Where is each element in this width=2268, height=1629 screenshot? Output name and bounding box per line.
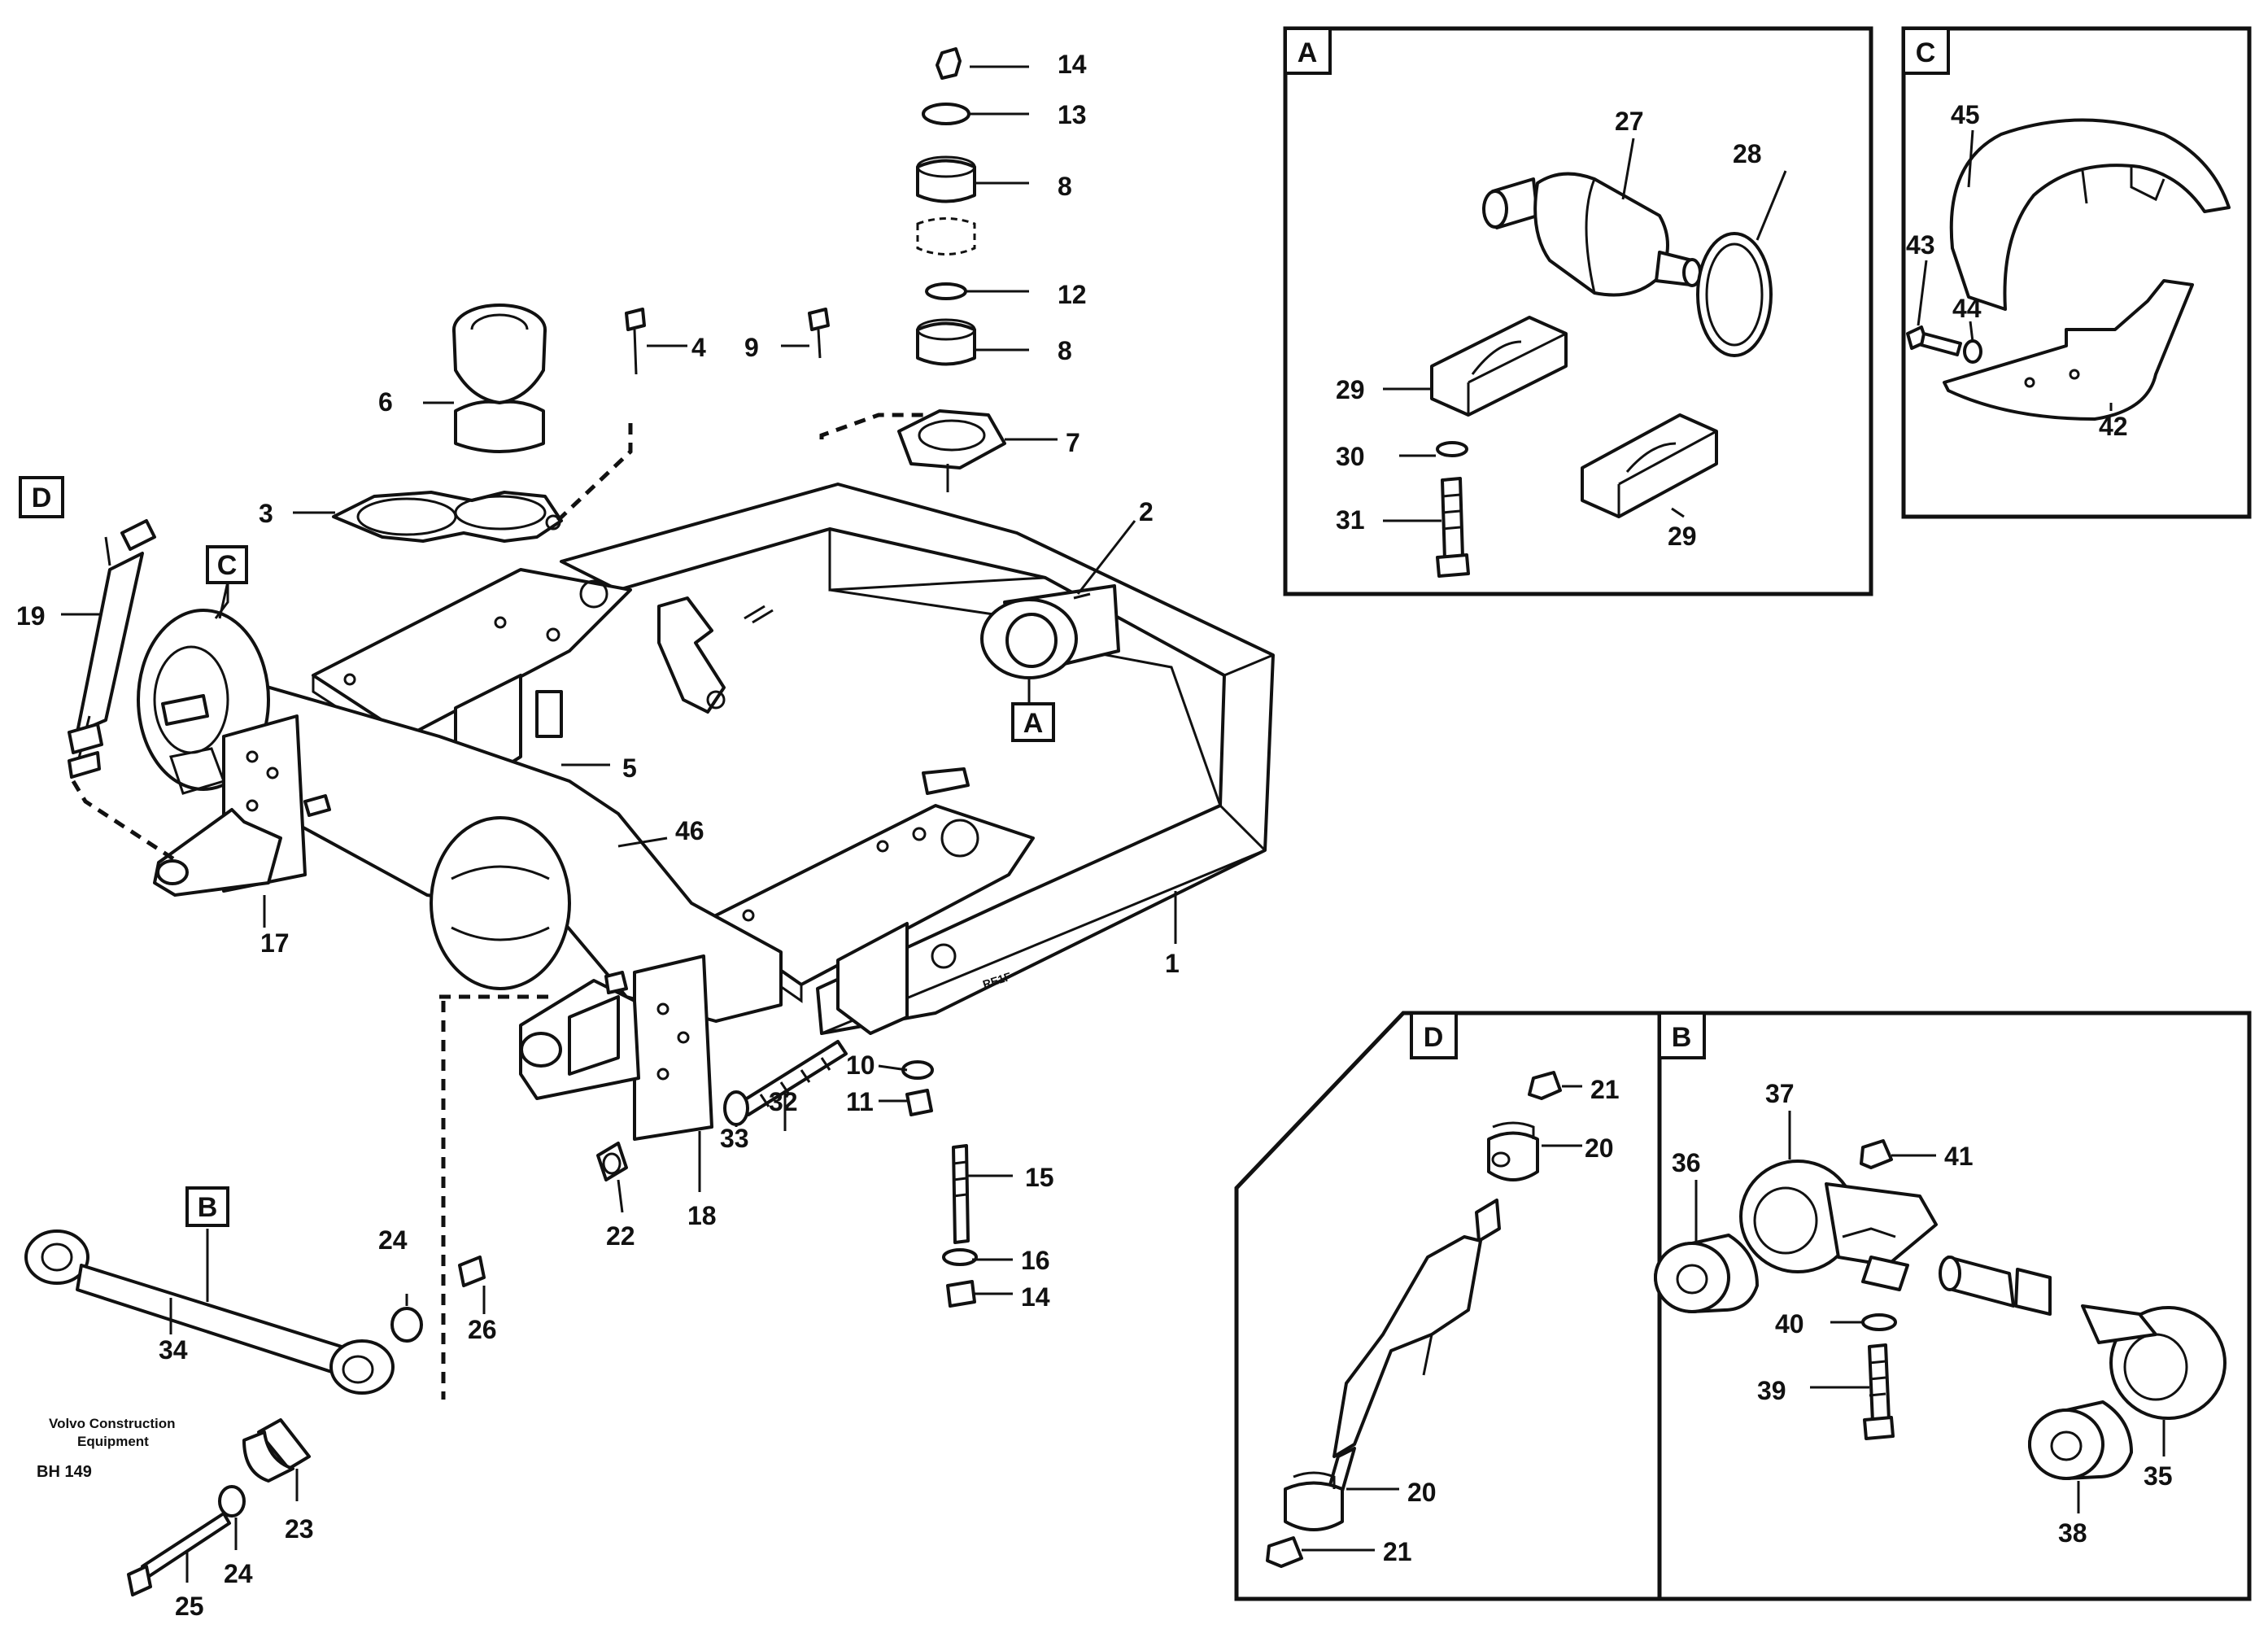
label-36: 36: [1672, 1148, 1701, 1177]
callout-letter: A: [1023, 708, 1044, 739]
label-16: 16: [1021, 1246, 1050, 1275]
label-17: 17: [260, 928, 290, 958]
label-31: 31: [1336, 505, 1365, 535]
label-24: 24: [378, 1225, 408, 1255]
label-42: 42: [2099, 412, 2128, 441]
label-9: 9: [744, 333, 759, 362]
credit-line-2: Equipment: [77, 1434, 149, 1449]
label-12: 12: [1058, 280, 1087, 309]
callout-letter: D: [32, 483, 52, 513]
label-35: 35: [2144, 1461, 2173, 1491]
detail-c: C 45 43 44 42: [1901, 26, 2252, 519]
frame-part-1: [312, 483, 1275, 1035]
label-19: 19: [16, 601, 46, 631]
label-30: 30: [1336, 442, 1365, 471]
credit-line-1: Volvo Construction: [49, 1416, 176, 1431]
rubber-bushes: [332, 304, 830, 543]
label-32: 32: [769, 1087, 798, 1116]
main-assembly: [24, 47, 1275, 1596]
label-40: 40: [1775, 1309, 1804, 1339]
label-15: 15: [1025, 1163, 1054, 1192]
label-14: 14: [1058, 50, 1087, 79]
label-21: 21: [1383, 1537, 1412, 1566]
label-27: 27: [1615, 107, 1644, 136]
label-22: 22: [606, 1221, 635, 1251]
label-24: 24: [224, 1559, 253, 1588]
credit-code: BH 149: [37, 1463, 92, 1481]
label-45: 45: [1951, 100, 1980, 129]
label-23: 23: [285, 1514, 314, 1544]
label-39: 39: [1757, 1376, 1786, 1405]
label-10: 10: [846, 1050, 875, 1080]
detail-letter: D: [1424, 1022, 1444, 1053]
detail-letter: B: [1672, 1022, 1692, 1053]
label-6: 6: [378, 387, 393, 417]
detail-a: A 27 28 29 30 31 29: [1283, 26, 1873, 596]
label-33: 33: [720, 1124, 749, 1153]
label-2: 2: [1139, 497, 1154, 526]
detail-letter: A: [1298, 37, 1318, 68]
label-8: 8: [1058, 172, 1072, 201]
mount-stack: [897, 47, 1006, 492]
bolt-part-32: [596, 1040, 848, 1181]
label-29: 29: [1336, 375, 1365, 404]
detail-d: D 21 20 20 21: [1234, 1011, 1662, 1601]
axle-bracket-part-17: [153, 714, 331, 897]
label-25: 25: [175, 1592, 204, 1621]
label-41: 41: [1944, 1142, 1974, 1171]
shock-absorber-part-19: [68, 519, 156, 779]
label-14: 14: [1021, 1282, 1050, 1312]
label-11: 11: [846, 1087, 874, 1116]
main-part-labels: 14 13 8 12 8 7 4 9 6 3 2 19 5 46 1 17 10…: [16, 50, 1180, 1621]
lower-stack: [901, 1060, 978, 1308]
callout-c-main: C: [206, 545, 248, 584]
label-28: 28: [1733, 139, 1762, 168]
label-46: 46: [675, 816, 704, 845]
leader-lines: [61, 65, 1177, 1583]
callout-letter: C: [217, 550, 238, 581]
axle-bracket-part-18: [519, 954, 713, 1141]
label-44: 44: [1952, 294, 1982, 323]
label-37: 37: [1765, 1079, 1795, 1108]
label-18: 18: [687, 1201, 717, 1230]
callout-a-main: A: [1011, 702, 1055, 742]
label-20: 20: [1407, 1478, 1437, 1507]
label-13: 13: [1058, 100, 1087, 129]
label-3: 3: [259, 499, 273, 528]
label-26: 26: [468, 1315, 497, 1344]
detail-letter: C: [1916, 37, 1936, 68]
label-43: 43: [1906, 230, 1935, 260]
label-5: 5: [622, 753, 637, 783]
label-7: 7: [1066, 428, 1080, 457]
label-1: 1: [1165, 949, 1180, 978]
callout-letter: B: [198, 1192, 218, 1223]
label-38: 38: [2058, 1518, 2087, 1548]
panhard-rod: [24, 1229, 486, 1596]
callout-b-main: B: [185, 1186, 229, 1227]
label-29: 29: [1668, 522, 1697, 551]
label-21: 21: [1590, 1075, 1620, 1104]
callout-d-main: D: [19, 476, 64, 518]
label-20: 20: [1585, 1133, 1614, 1163]
label-4: 4: [691, 333, 706, 362]
label-8: 8: [1058, 336, 1072, 365]
label-34: 34: [159, 1335, 188, 1365]
credit-block: Volvo Construction Equipment BH 149: [37, 1416, 176, 1481]
detail-b: B: [1654, 1011, 2252, 1601]
